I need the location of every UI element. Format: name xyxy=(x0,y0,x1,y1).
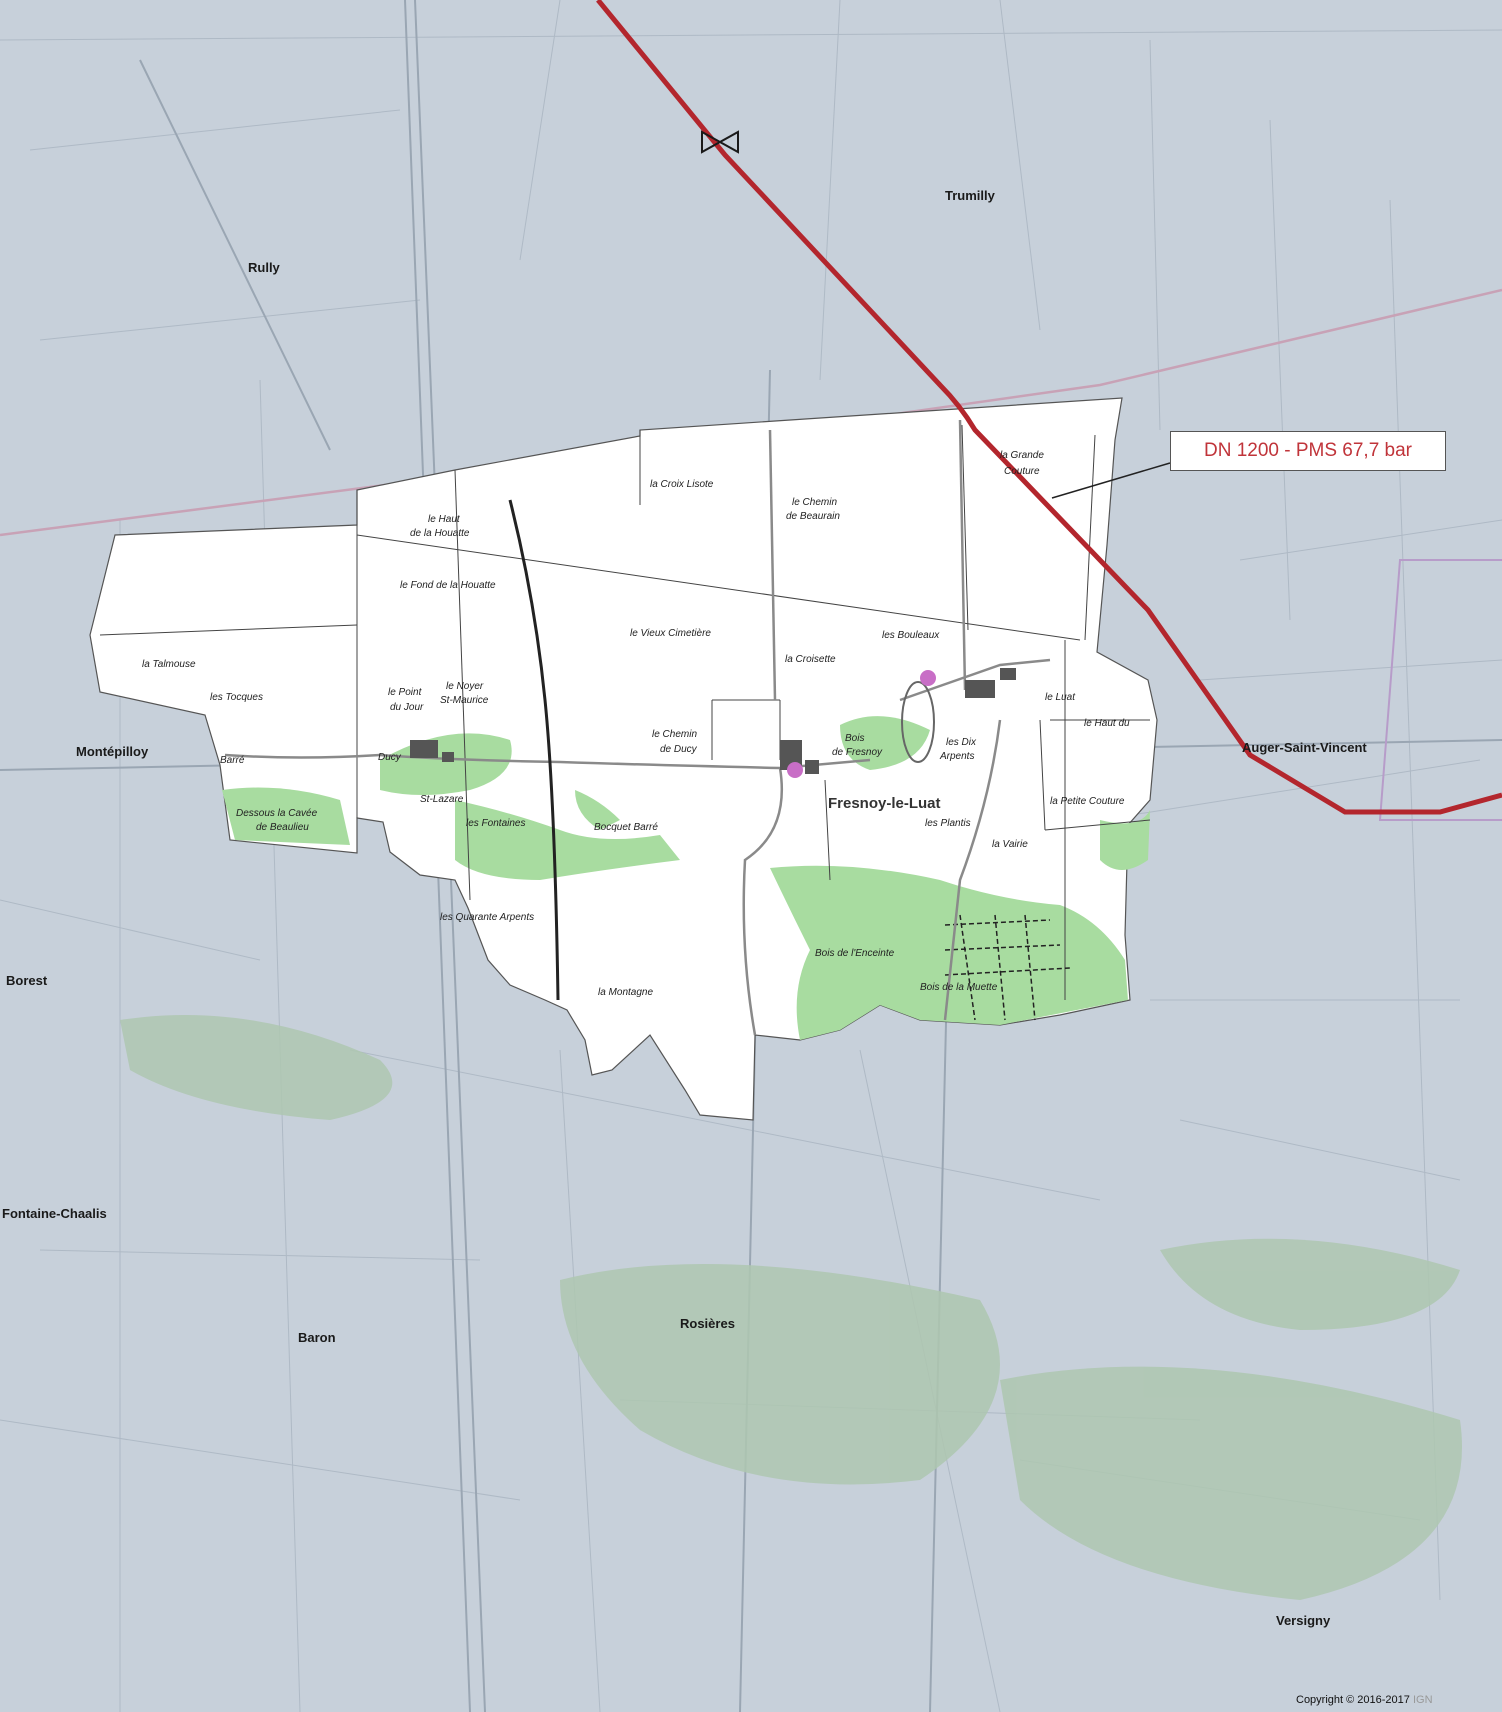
label-rosieres: Rosières xyxy=(680,1316,735,1331)
boundary-line-east xyxy=(1378,559,1502,821)
place-haut-du: le Haut du xyxy=(1084,718,1130,729)
woods xyxy=(222,716,1150,1040)
place-vairie: la Vairie xyxy=(992,839,1028,850)
label-baron: Baron xyxy=(298,1330,336,1345)
place-fontaines: les Fontaines xyxy=(466,818,525,829)
place-bois-fresnoy-1: Bois xyxy=(845,733,864,744)
label-rully: Rully xyxy=(248,260,281,275)
place-chemin-ducy-2: de Ducy xyxy=(660,744,698,755)
place-bois-enceinte: Bois de l'Enceinte xyxy=(815,948,895,959)
place-dessous-1: Dessous la Cavée xyxy=(236,808,318,819)
place-croix-lisote: la Croix Lisote xyxy=(650,479,714,490)
copyright-text: Copyright © 2016-2017 xyxy=(1296,1694,1410,1706)
place-grande-couture-1: la Grande xyxy=(1000,450,1044,461)
pipeline-callout: DN 1200 - PMS 67,7 bar xyxy=(1170,431,1446,471)
label-trumilly: Trumilly xyxy=(945,188,996,203)
place-plantis: les Plantis xyxy=(925,818,971,829)
village-blocks xyxy=(410,668,1016,778)
label-auger-saint-vincent: Auger-Saint-Vincent xyxy=(1242,740,1367,755)
label-fresnoy-le-luat: Fresnoy-le-Luat xyxy=(828,795,941,812)
place-haut-houatte-2: de la Houatte xyxy=(410,528,470,539)
copyright-source: IGN xyxy=(1412,1694,1433,1706)
field-lines xyxy=(99,424,1151,1000)
place-chemin-beaurain-1: le Chemin xyxy=(792,497,837,508)
place-point-jour-1: le Point xyxy=(388,687,423,698)
place-bois-muette: Bois de la Muette xyxy=(920,982,998,993)
place-petite-couture: la Petite Couture xyxy=(1050,796,1125,807)
place-dix-arpents-2: Arpents xyxy=(939,751,974,762)
place-talmouse: la Talmouse xyxy=(142,659,196,670)
place-haut-houatte-1: le Haut xyxy=(428,514,461,525)
place-dix-arpents-1: les Dix xyxy=(946,737,977,748)
railway xyxy=(508,499,560,1001)
label-versigny: Versigny xyxy=(1276,1613,1331,1628)
place-st-lazare: St-Lazare xyxy=(420,794,464,805)
place-noyer-1: le Noyer xyxy=(446,681,484,692)
place-chemin-beaurain-2: de Beaurain xyxy=(786,511,840,522)
forest-tracks xyxy=(944,914,1071,1021)
label-montepilloy: Montépilloy xyxy=(76,744,149,759)
place-point-jour-2: du Jour xyxy=(390,702,424,713)
place-tocques: les Tocques xyxy=(210,692,263,703)
place-bocquet-barre: Bocquet Barré xyxy=(594,822,658,833)
place-barre: Barré xyxy=(220,755,245,766)
label-borest: Borest xyxy=(6,973,48,988)
place-fond-houatte: le Fond de la Houatte xyxy=(400,580,496,591)
race-track xyxy=(901,681,935,763)
gas-pipeline xyxy=(596,0,1502,815)
label-fontaine-chaalis: Fontaine-Chaalis xyxy=(2,1206,107,1221)
place-bouleaux: les Bouleaux xyxy=(882,630,940,641)
copyright-notice: Copyright © 2016-2017 IGN xyxy=(1296,1694,1433,1706)
place-noyer-2: St-Maurice xyxy=(440,695,489,706)
woods-outside xyxy=(120,1015,1462,1600)
pipeline-valve-icon xyxy=(701,130,739,154)
place-grande-couture-2: Couture xyxy=(1004,466,1040,477)
place-croisette: la Croisette xyxy=(785,654,836,665)
place-names: la Grande Couture la Croix Lisote le Che… xyxy=(142,450,1130,998)
place-dessous-2: de Beaulieu xyxy=(256,822,309,833)
place-bois-fresnoy-2: de Fresnoy xyxy=(832,747,883,758)
place-vieux-cimetiere: le Vieux Cimetière xyxy=(630,628,711,639)
place-montagne: la Montagne xyxy=(598,987,653,998)
place-ducy: Ducy xyxy=(378,752,402,763)
place-chemin-ducy-1: le Chemin xyxy=(652,729,697,740)
place-luat: le Luat xyxy=(1045,692,1076,703)
study-roads xyxy=(224,419,1051,1036)
callout-leader xyxy=(1051,462,1171,499)
place-quarante: les Quarante Arpents xyxy=(440,912,534,923)
